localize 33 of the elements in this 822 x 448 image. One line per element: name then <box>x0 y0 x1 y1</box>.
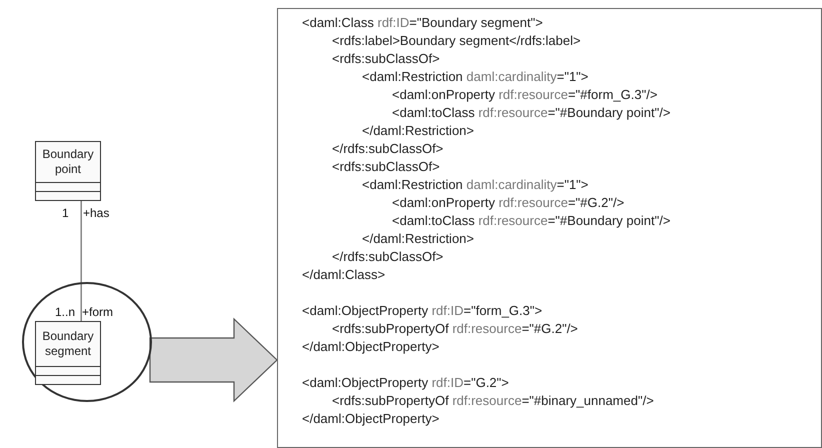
code-line: <daml:Restriction daml:cardinality="1"> <box>362 68 588 86</box>
code-line: </daml:ObjectProperty> <box>302 338 440 356</box>
class-name: Boundary segment <box>41 329 95 359</box>
code-line: <rdfs:label>Boundary segment</rdfs:label> <box>332 32 581 50</box>
class-box <box>35 141 101 201</box>
code-line: <rdfs:subClassOf> <box>332 50 440 68</box>
code-line: </daml:ObjectProperty> <box>302 410 440 428</box>
code-line: <rdfs:subPropertyOf rdf:resource="#binary_unnamed"/> <box>332 392 654 410</box>
code-line: <rdfs:subClassOf> <box>332 158 440 176</box>
code-line: </daml:Restriction> <box>362 122 474 140</box>
code-line: <rdfs:subPropertyOf rdf:resource="#G.2"/> <box>332 320 578 338</box>
code-line: </rdfs:subClassOf> <box>332 248 444 266</box>
class-name: Boundary point <box>41 147 95 177</box>
highlight-circle <box>22 282 152 402</box>
block-arrow <box>149 318 278 402</box>
role-label: +form <box>82 305 114 319</box>
code-panel <box>277 8 822 448</box>
code-line: <daml:toClass rdf:resource="#Boundary point"/> <box>392 104 670 122</box>
code-line: <daml:Class rdf:ID="Boundary segment"> <box>302 14 543 32</box>
code-line: <daml:onProperty rdf:resource="#G.2"/> <box>392 194 624 212</box>
code-line: <daml:onProperty rdf:resource="#form_G.3"/> <box>392 86 658 104</box>
class-box <box>35 321 101 385</box>
code-line: <daml:ObjectProperty rdf:ID="G.2"> <box>302 374 509 392</box>
multiplicity-label: 1 <box>62 206 69 220</box>
code-line: <daml:Restriction daml:cardinality="1"> <box>362 176 588 194</box>
code-line: <daml:ObjectProperty rdf:ID="form_G.3"> <box>302 302 542 320</box>
code-line: <daml:toClass rdf:resource="#Boundary point"/> <box>392 212 670 230</box>
code-line: </daml:Class> <box>302 266 386 284</box>
role-label: +has <box>83 206 110 220</box>
code-line: </daml:Restriction> <box>362 230 474 248</box>
multiplicity-label: 1..n <box>55 305 76 319</box>
association-line <box>80 201 82 321</box>
code-line: </rdfs:subClassOf> <box>332 140 444 158</box>
